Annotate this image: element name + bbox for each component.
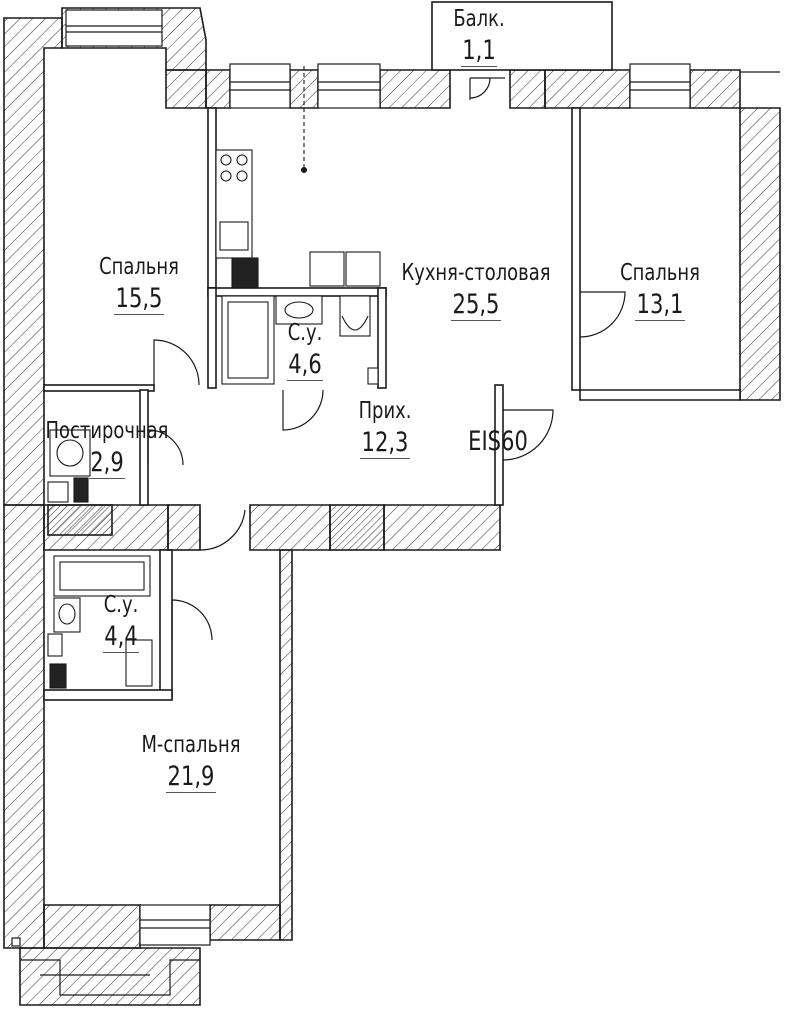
- bath-2-label: С.у. 4,4: [86, 594, 156, 653]
- bath-1-label: С.у. 4,6: [270, 322, 340, 381]
- balcony-name: Балк.: [453, 6, 505, 32]
- hall-label: Прих. 12,3: [342, 400, 428, 459]
- exterior-walls: [3, 7, 781, 1006]
- kitchen-area: 25,5: [450, 289, 502, 321]
- doors: [147, 77, 626, 641]
- laundry-fixtures: [47, 429, 91, 503]
- bay-detail: [20, 71, 780, 996]
- bath-2-name: С.у.: [103, 592, 139, 618]
- bedroom-1-name: Спальня: [99, 254, 179, 280]
- master-bedroom-label: М-спальня 21,9: [125, 734, 258, 793]
- hall-area: 12,3: [359, 427, 411, 459]
- bedroom-1-label: Спальня 15,5: [81, 256, 198, 315]
- kitchen-name: Кухня-столовая: [401, 260, 551, 286]
- balcony-label: Балк. 1,1: [422, 8, 536, 67]
- laundry-label: Постирочная 2,9: [41, 420, 174, 479]
- laundry-name: Постирочная: [45, 418, 169, 444]
- balcony-area: 1,1: [460, 35, 498, 67]
- bathroom-2-fixtures: [47, 555, 153, 689]
- bath-2-area: 4,4: [102, 621, 140, 653]
- hall-name: Прих.: [358, 398, 412, 424]
- bath-1-area: 4,6: [286, 349, 324, 381]
- bedroom-2-area: 13,1: [634, 289, 686, 321]
- laundry-area: 2,9: [88, 447, 126, 479]
- kitchen-fixtures: [215, 66, 381, 289]
- master-bedroom-name: М-спальня: [141, 732, 241, 758]
- windows: [11, 9, 691, 947]
- interior-walls: [43, 107, 581, 701]
- bathroom-1-fixtures: [221, 295, 379, 385]
- bedroom-1-area: 15,5: [113, 283, 165, 315]
- bath-1-name: С.у.: [287, 320, 323, 346]
- kitchen-label: Кухня-столовая 25,5: [400, 262, 553, 321]
- entrance-door-mark: EIS60: [468, 426, 528, 457]
- master-bedroom-area: 21,9: [165, 761, 217, 793]
- balcony: [431, 1, 613, 71]
- bedroom-2-name: Спальня: [620, 260, 700, 286]
- bedroom-2-label: Спальня 13,1: [605, 262, 714, 321]
